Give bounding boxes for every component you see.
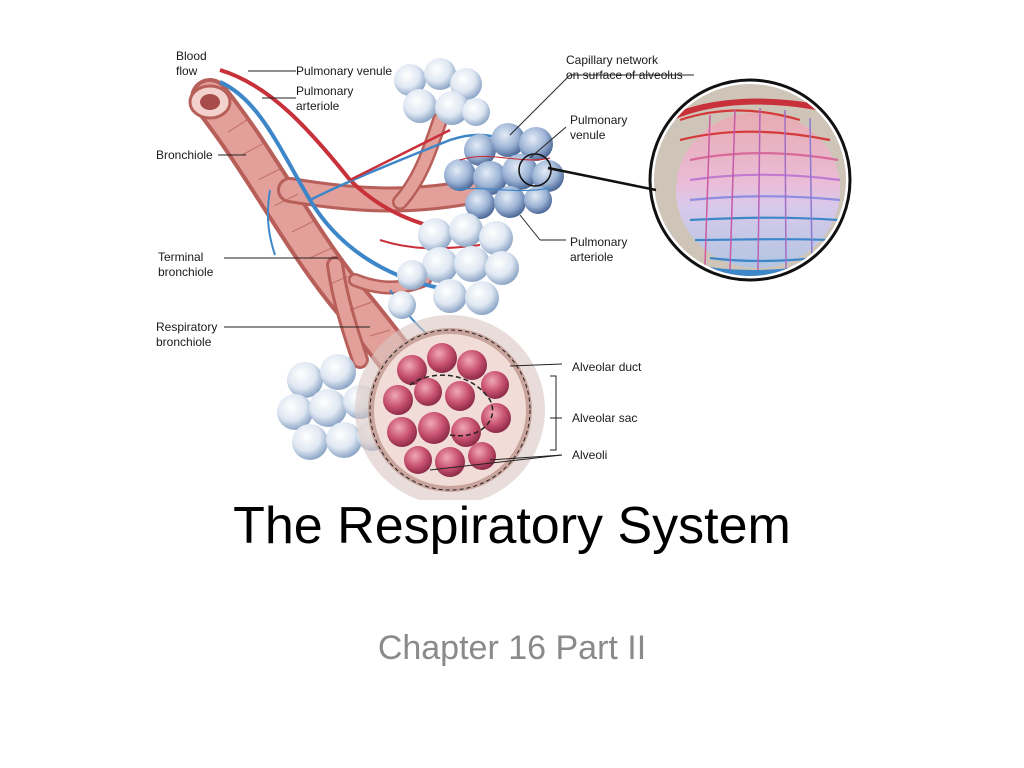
label-respiratory-bronchiole: Respiratory (156, 320, 217, 334)
label-terminal-bronchiole-2: bronchiole (158, 265, 214, 279)
label-blood-flow-2: flow (176, 64, 198, 78)
label-respiratory-bronchiole-2: bronchiole (156, 335, 212, 349)
label-blood-flow: Blood (176, 49, 207, 63)
label-pulmonary-arteriole-right-2: arteriole (570, 250, 614, 264)
label-alveoli: Alveoli (572, 448, 607, 462)
label-pulmonary-venule-right: Pulmonary (570, 113, 627, 127)
label-terminal-bronchiole: Terminal (158, 250, 203, 264)
label-capillary-network: Capillary network (566, 53, 659, 67)
label-bronchiole: Bronchiole (156, 148, 213, 162)
label-pulmonary-arteriole-top: Pulmonary (296, 84, 353, 98)
slide-subtitle: Chapter 16 Part II (377, 629, 647, 667)
label-alveolar-sac: Alveolar sac (572, 411, 637, 425)
alveoli-diagram: Blood flow Pulmonary venule Pulmonary ar… (150, 40, 870, 500)
label-pulmonary-arteriole-right: Pulmonary (570, 235, 627, 249)
label-capillary-network-2: on surface of alveolus (566, 68, 683, 82)
slide-title: The Respiratory System (233, 497, 791, 555)
label-alveolar-duct: Alveolar duct (572, 360, 642, 374)
label-pulmonary-venule-top: Pulmonary venule (296, 64, 392, 78)
diagram-labels: Blood flow Pulmonary venule Pulmonary ar… (156, 49, 683, 462)
capillary-network-inset (648, 78, 852, 282)
alveolar-cluster-middle (388, 213, 519, 319)
alveolar-sac-section (355, 315, 545, 500)
alveolar-cluster-upper-right (444, 123, 564, 219)
leader-lines (218, 70, 694, 471)
label-pulmonary-arteriole-top-2: arteriole (296, 99, 340, 113)
label-pulmonary-venule-right-2: venule (570, 128, 606, 142)
alveolar-cluster-top (394, 58, 490, 126)
